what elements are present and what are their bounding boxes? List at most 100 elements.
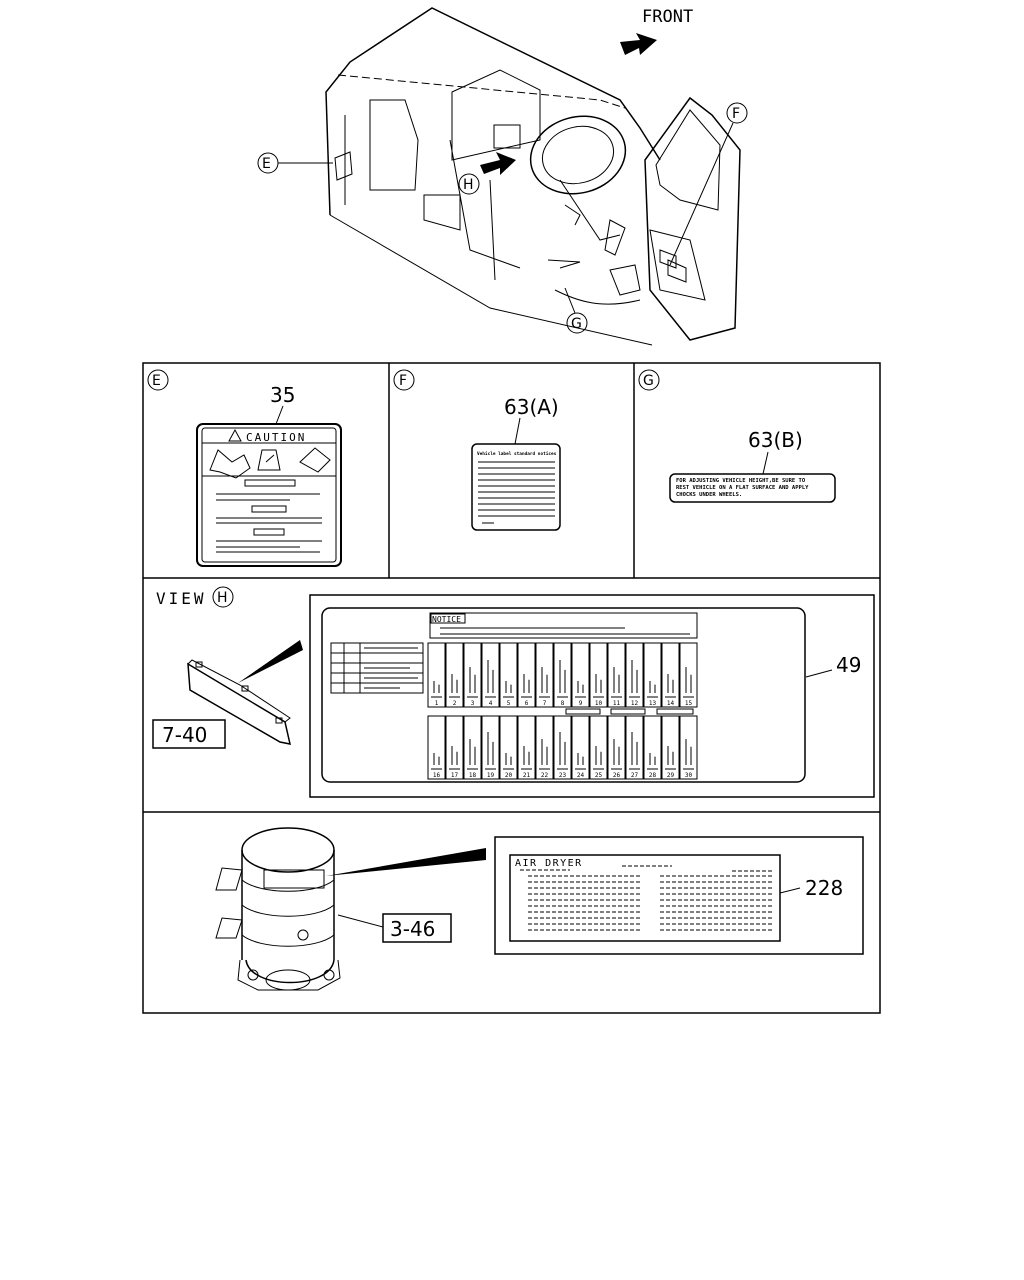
fuse-cell: 7 [535,642,554,708]
fuse-number: 27 [631,772,639,779]
view-h-arrow-icon [480,152,516,175]
part-ref-3-46: 3-46 [390,917,435,941]
fuse-cell: 6 [517,642,536,708]
fuse-number: 21 [523,772,531,779]
fuse-cell: 23 [553,715,572,780]
view-h-letter: H [217,590,228,606]
panel-f-letter: F [399,373,407,389]
front-arrow-icon [620,33,657,55]
caution-title: CAUTION [246,431,306,444]
height-adjust-label-63b: FOR ADJUSTING VEHICLE HEIGHT,BE SURE TO … [669,473,836,503]
trim-panel-part [187,659,291,745]
front-label: FRONT [642,7,693,27]
fuse-cell: 16 [427,715,446,780]
fuse-number: 9 [579,700,583,707]
callout-f: F [732,106,740,122]
fuse-cell: 2 [445,642,464,708]
fuse-cell: 30 [679,715,698,780]
fuse-cell: 24 [571,715,590,780]
fuse-number: 17 [451,772,459,779]
panel-f: F 63(A) Vehicle label standard notices [393,369,561,531]
notice-label-63a: Vehicle label standard notices [471,443,561,531]
fuse-cell: 25 [589,715,608,780]
fuse-number: 25 [595,772,603,779]
fuse-cell: 28 [643,715,662,780]
label-63b-line-3: CHOCKS UNDER WHEELS. [676,492,742,498]
fuse-number: 20 [505,772,513,779]
label-e-location [334,151,353,181]
panel-grid [142,362,881,1014]
panel-view-h: VIEW H 7-40 4 9 NOTICE [152,586,875,798]
fuse-cell: 3 [463,642,482,708]
part-number-228: 228 [805,876,843,900]
fuse-number: 13 [649,700,657,707]
label-63b-line-2: REST VEHICLE ON A FLAT SURFACE AND APPLY [676,485,809,491]
fuse-cell: 27 [625,715,644,780]
panel-e: E 35 CAUTION [147,369,342,567]
cab-illustration: FRONT E F [257,7,748,346]
fuse-number: 28 [649,772,657,779]
fuse-cell: 5 [499,642,518,708]
fuse-number: 14 [667,700,675,707]
fuse-cell: 29 [661,715,680,780]
detail-pointer-icon [238,640,303,683]
fuse-cell: 15 [679,642,698,708]
notice-title: NOTICE [432,615,461,624]
part-ref-7-40: 7-40 [162,723,207,747]
fuse-cell: 10 [589,642,608,708]
panel-e-letter: E [152,373,161,389]
caution-pictogram-icon [209,449,251,479]
fuse-number: 18 [469,772,477,779]
fuse-number: 8 [561,700,565,707]
air-dryer-label-228: AIR DRYER [509,854,781,942]
callout-g: G [571,316,582,332]
fuse-number: 26 [613,772,621,779]
label-63a-header: Vehicle label standard notices [477,451,557,457]
part-number-63a: 63(A) [504,395,559,419]
fuse-number: 22 [541,772,549,779]
fuse-number: 4 [489,700,493,707]
view-h-label: VIEW [156,589,207,608]
fuse-number: 10 [595,700,603,707]
fuse-cell: 8 [553,642,572,708]
part-number-63b: 63(B) [748,428,803,452]
label-63b-line-1: FOR ADJUSTING VEHICLE HEIGHT,BE SURE TO [676,478,806,484]
fuse-number: 6 [525,700,529,707]
fuse-cell: 19 [481,715,500,780]
fuse-number: 15 [685,700,693,707]
fuse-cell: 17 [445,715,464,780]
fuse-number: 24 [577,772,585,779]
fuse-number: 12 [631,700,639,707]
fuse-cell: 20 [499,715,518,780]
fuse-cell: 26 [607,715,626,780]
caution-label: CAUTION [196,423,342,567]
fuse-cell: 1 [427,642,446,708]
panel-g-letter: G [643,373,654,389]
fuse-cell: 13 [643,642,662,708]
fuse-cell: 14 [661,642,680,708]
fuse-number: 7 [543,700,547,707]
callout-h: H [463,177,474,193]
fuse-cell: 21 [517,715,536,780]
panel-air-dryer: 3-46 AIR DRYER 228 [215,827,864,991]
fuse-number: 30 [685,772,693,779]
fuse-cell: 4 [481,642,500,708]
fuse-cell: 11 [607,642,626,708]
air-dryer-unit [215,827,341,991]
fuse-number: 23 [559,772,567,779]
fuse-number: 29 [667,772,675,779]
fuse-row-bottom: 16 17 18 19 20 21 22 23 24 25 26 27 28 29 30 [427,715,698,780]
air-dryer-pointer-icon [326,848,486,876]
fuse-number: 2 [453,700,457,707]
fuse-number: 3 [471,700,475,707]
fuse-cell: 9 [571,642,590,708]
fuse-cell: 22 [535,715,554,780]
fuse-cell: 18 [463,715,482,780]
callout-e: E [262,156,271,172]
part-number-35: 35 [270,383,295,407]
air-dryer-title: AIR DRYER [515,858,583,869]
fuse-number: 11 [613,700,621,707]
